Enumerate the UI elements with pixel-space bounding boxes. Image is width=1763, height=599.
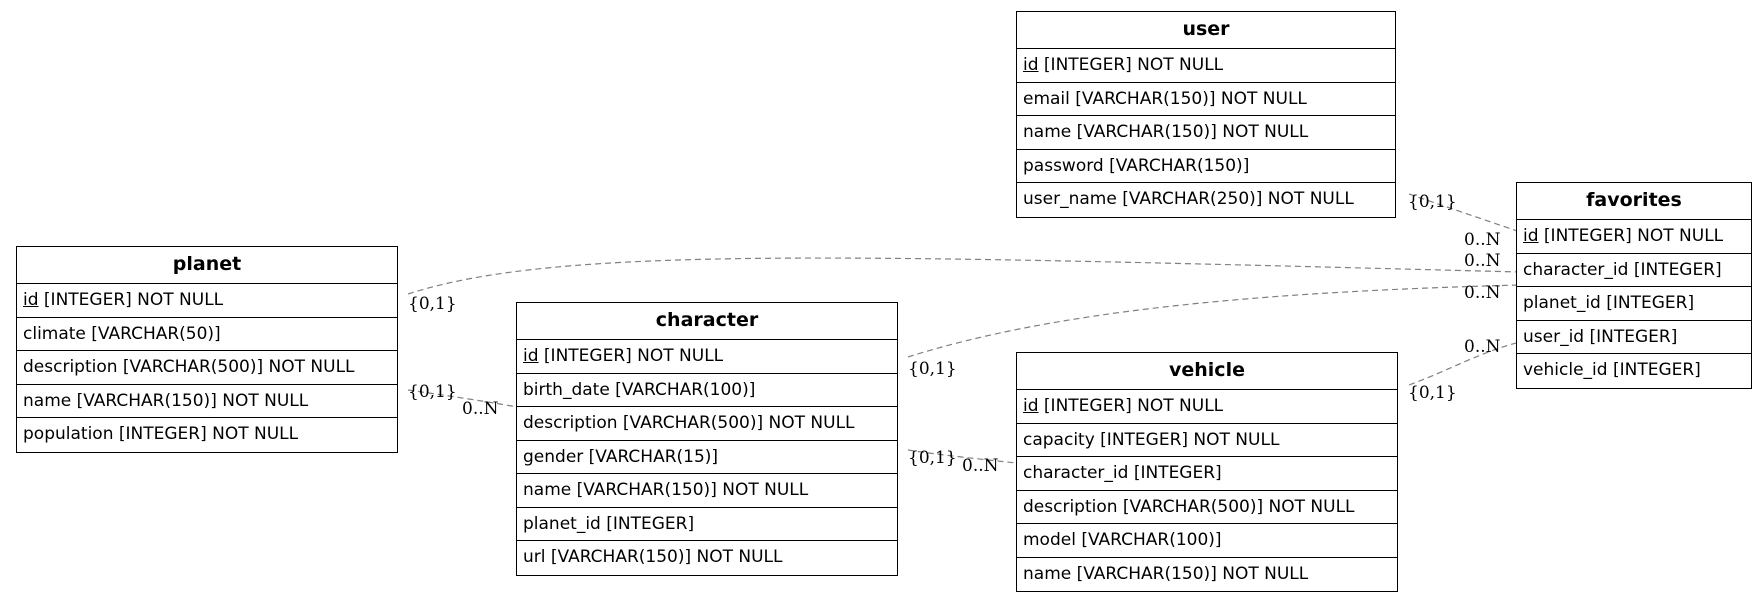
field-row: capacity [INTEGER] NOT NULL (1017, 424, 1397, 457)
entity-user: user id [INTEGER] NOT NULL email [VARCHA… (1016, 11, 1396, 218)
field-text: [INTEGER] NOT NULL (1538, 226, 1724, 246)
primary-key: id (1023, 396, 1039, 416)
field-text: capacity [INTEGER] NOT NULL (1023, 429, 1280, 450)
field-text: name [VARCHAR(150)] NOT NULL (1023, 563, 1309, 584)
field-row: climate [VARCHAR(50)] (17, 318, 397, 351)
field-row: character_id [INTEGER] (1017, 457, 1397, 491)
field-row: id [INTEGER] NOT NULL (1017, 390, 1397, 424)
field-row: name [VARCHAR(150)] NOT NULL (1017, 116, 1395, 150)
field-text: password [VARCHAR(150)] (1023, 155, 1250, 176)
field-text: character_id [INTEGER] (1523, 259, 1722, 280)
primary-key: id (1023, 55, 1039, 75)
cardinality-character-vehicle-source: {0,1} (908, 448, 957, 468)
cardinality-user-favorites-target: 0..N (1464, 230, 1501, 250)
cardinality-user-favorites-source: {0,1} (1408, 192, 1457, 212)
entity-title: user (1017, 12, 1395, 49)
field-text: description [VARCHAR(500)] NOT NULL (1023, 496, 1355, 517)
field-text: gender [VARCHAR(15)] (523, 446, 719, 467)
field-text: user_name [VARCHAR(250)] NOT NULL (1023, 189, 1354, 209)
field-text: [INTEGER] NOT NULL (38, 290, 224, 310)
edge-planet-favorites (407, 257, 1521, 295)
field-row: url [VARCHAR(150)] NOT NULL (517, 541, 897, 575)
entity-title: character (517, 303, 897, 340)
entity-planet: planet id [INTEGER] NOT NULL climate [VA… (16, 246, 398, 453)
field-text: [INTEGER] NOT NULL (1038, 396, 1224, 416)
entity-character: character id [INTEGER] NOT NULL birth_da… (516, 302, 898, 576)
field-row: description [VARCHAR(500)] NOT NULL (17, 351, 397, 385)
field-row: vehicle_id [INTEGER] (1517, 354, 1751, 388)
field-row: character_id [INTEGER] (1517, 254, 1751, 287)
field-text: name [VARCHAR(150)] NOT NULL (1023, 122, 1309, 142)
field-row: description [VARCHAR(500)] NOT NULL (1017, 491, 1397, 524)
field-row: id [INTEGER] NOT NULL (517, 340, 897, 374)
cardinality-character-favorites-source: {0,1} (908, 359, 957, 379)
primary-key: id (523, 346, 539, 366)
field-text: description [VARCHAR(500)] NOT NULL (523, 413, 855, 433)
cardinality-character-favorites-target: 0..N (1464, 283, 1501, 303)
field-text: vehicle_id [INTEGER] (1523, 360, 1701, 380)
field-row: user_name [VARCHAR(250)] NOT NULL (1017, 183, 1395, 217)
primary-key: id (1523, 226, 1539, 246)
cardinality-planet-favorites-source: {0,1} (408, 294, 457, 314)
field-row: gender [VARCHAR(15)] (517, 441, 897, 474)
field-text: model [VARCHAR(100)] (1023, 530, 1222, 550)
field-row: id [INTEGER] NOT NULL (17, 284, 397, 318)
field-row: user_id [INTEGER] (1517, 321, 1751, 354)
edge-user-favorites (1408, 193, 1521, 233)
field-row: population [INTEGER] NOT NULL (17, 418, 397, 452)
entity-title: vehicle (1017, 353, 1397, 390)
entity-title: planet (17, 247, 397, 284)
field-row: name [VARCHAR(150)] NOT NULL (517, 474, 897, 508)
field-row: planet_id [INTEGER] (517, 508, 897, 541)
primary-key: id (23, 290, 39, 310)
cardinality-vehicle-favorites-source: {0,1} (1408, 383, 1457, 403)
field-text: name [VARCHAR(150)] NOT NULL (23, 390, 309, 411)
cardinality-planet-character-source: {0,1} (408, 382, 457, 402)
entity-title: favorites (1517, 183, 1751, 220)
field-row: name [VARCHAR(150)] NOT NULL (17, 385, 397, 418)
field-row: planet_id [INTEGER] (1517, 287, 1751, 321)
field-row: name [VARCHAR(150)] NOT NULL (1017, 558, 1397, 592)
cardinality-vehicle-favorites-target: 0..N (1464, 337, 1501, 357)
cardinality-character-vehicle-target: 0..N (962, 456, 999, 476)
field-text: [INTEGER] NOT NULL (538, 346, 724, 366)
field-text: planet_id [INTEGER] (1523, 293, 1695, 313)
entity-favorites: favorites id [INTEGER] NOT NULL characte… (1516, 182, 1752, 389)
edge-vehicle-favorites (1408, 341, 1521, 386)
field-text: email [VARCHAR(150)] NOT NULL (1023, 88, 1307, 109)
field-row: password [VARCHAR(150)] (1017, 150, 1395, 183)
field-text: planet_id [INTEGER] (523, 513, 695, 534)
field-row: id [INTEGER] NOT NULL (1517, 220, 1751, 254)
field-row: description [VARCHAR(500)] NOT NULL (517, 407, 897, 441)
field-text: [INTEGER] NOT NULL (1038, 55, 1224, 75)
cardinality-planet-favorites-target: 0..N (1464, 251, 1501, 271)
field-text: user_id [INTEGER] (1523, 326, 1678, 347)
field-text: character_id [INTEGER] (1023, 463, 1222, 483)
field-row: birth_date [VARCHAR(100)] (517, 374, 897, 407)
entity-vehicle: vehicle id [INTEGER] NOT NULL capacity [… (1016, 352, 1398, 592)
field-text: url [VARCHAR(150)] NOT NULL (523, 547, 783, 567)
edge-planet-character (407, 389, 518, 408)
field-row: email [VARCHAR(150)] NOT NULL (1017, 83, 1395, 116)
edge-character-vehicle (907, 449, 1017, 464)
field-text: name [VARCHAR(150)] NOT NULL (523, 480, 809, 500)
edge-character-favorites (907, 284, 1521, 358)
field-text: birth_date [VARCHAR(100)] (523, 379, 756, 400)
field-text: population [INTEGER] NOT NULL (23, 424, 299, 444)
field-text: climate [VARCHAR(50)] (23, 323, 221, 344)
cardinality-planet-character-target: 0..N (462, 399, 499, 419)
field-text: description [VARCHAR(500)] NOT NULL (23, 357, 355, 377)
field-row: id [INTEGER] NOT NULL (1017, 49, 1395, 83)
field-row: model [VARCHAR(100)] (1017, 524, 1397, 558)
